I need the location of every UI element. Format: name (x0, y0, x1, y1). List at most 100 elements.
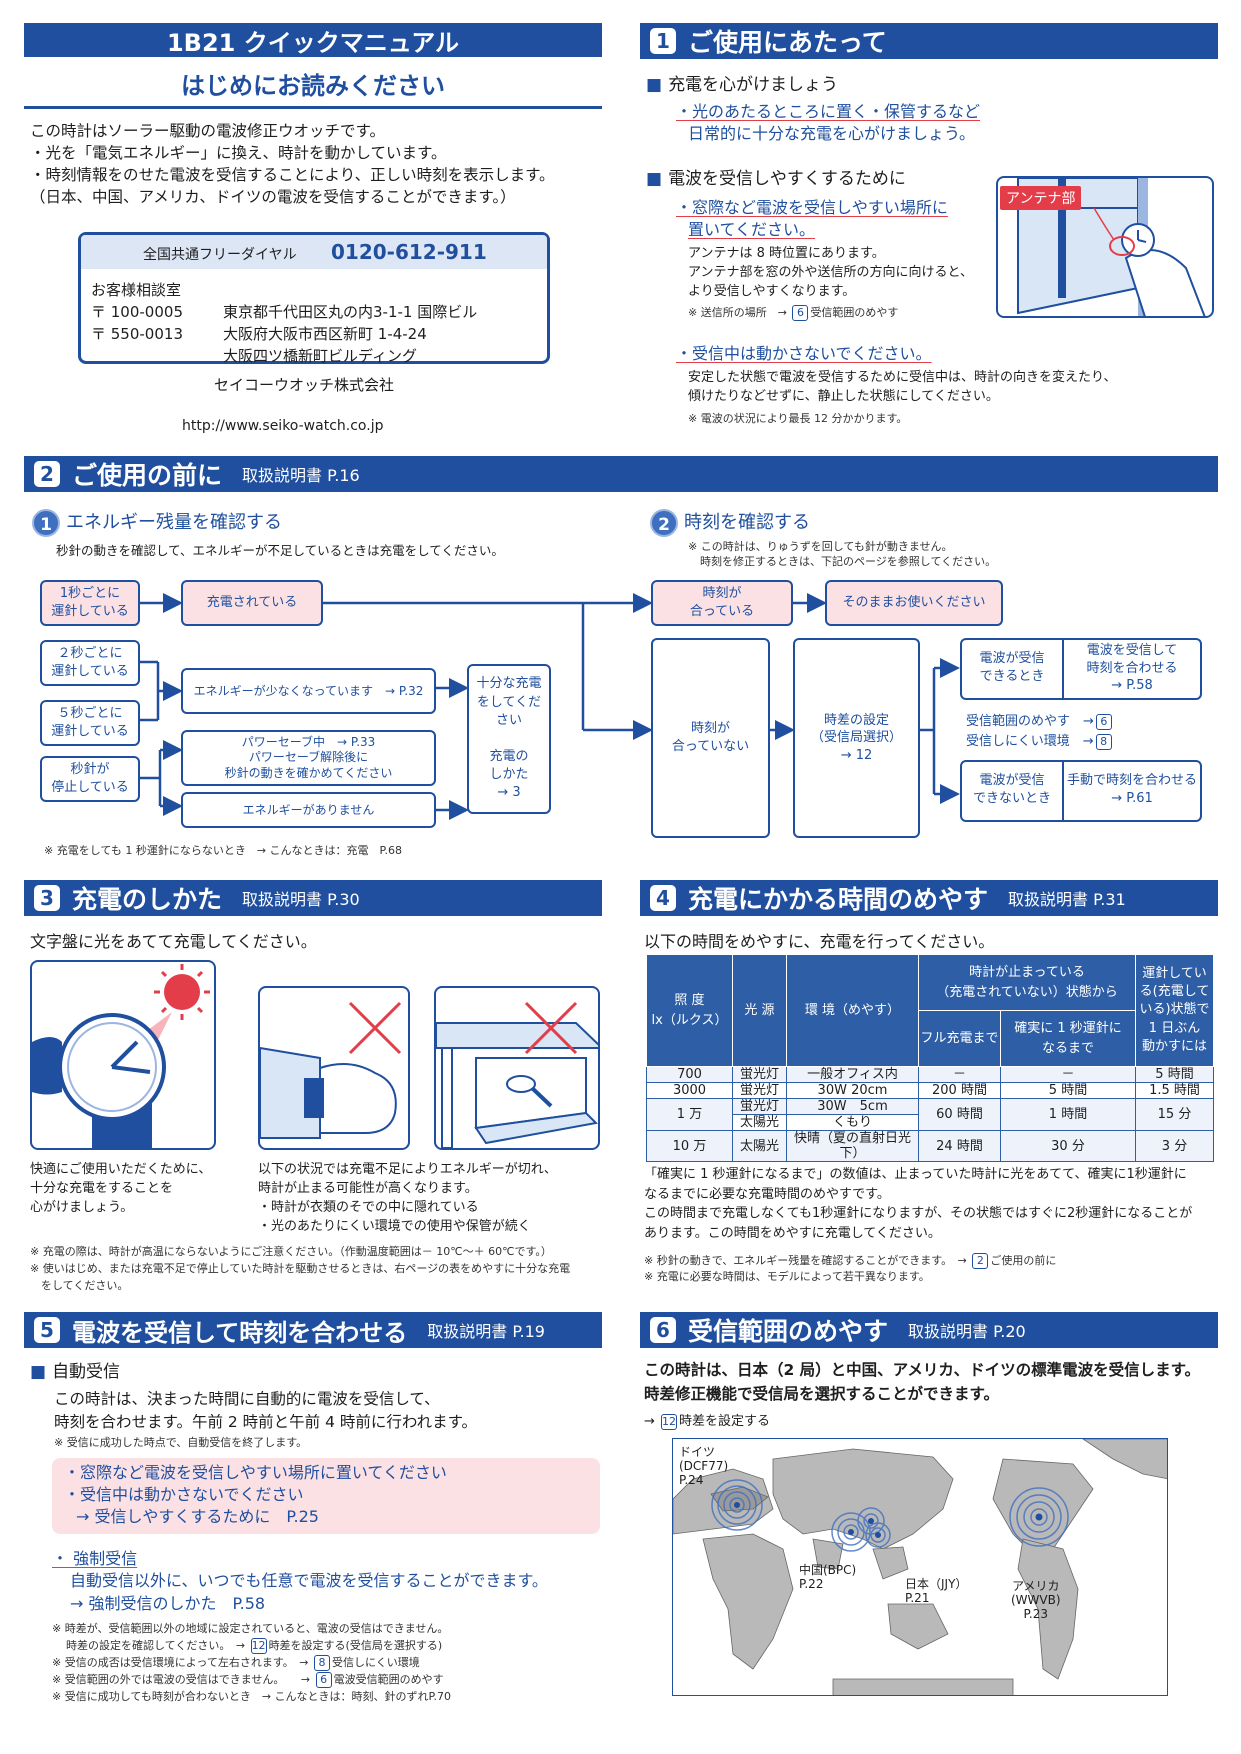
charge-sun-illustration (30, 960, 216, 1150)
s5-notes: ※ 時差が、受信範囲以外の地域に設定されていると、電波の受信はできません。 時差… (52, 1620, 451, 1705)
zip-osaka: 〒 550-0013 (91, 325, 183, 343)
table-cell: 30 分 (1000, 1130, 1136, 1162)
flow-range-ref: 受信範囲のめやす →6 (966, 710, 1114, 730)
s3-caption-left: 快適にご使用いただくために、 十分な充電をすることを 心がけましょう。 (30, 1160, 211, 1217)
section4-bar: 4 充電にかかる時間のめやす取扱説明書 P.31 (640, 880, 1218, 916)
table-cell: 1 万 (646, 1098, 733, 1131)
s1-nomove-line1: ・受信中は動かさないでください。 (676, 340, 932, 364)
tip-line: → 受信しやすくするために P.25 (76, 1507, 319, 1526)
s4-lead: 以下の時間をめやすに、充電を行ってください。 (644, 932, 995, 951)
s2-footnote: ※ 充電をしても 1 秒運針にならないとき → こんなときは：充電 P.68 (44, 844, 402, 857)
s5-auto-note: ※ 受信に成功した時点で、自動受信を終了します。 (54, 1436, 308, 1449)
freedial-number[interactable]: 0120-612-911 (331, 240, 487, 264)
flow-can-receive-label: 電波が受信 できるとき (979, 651, 1045, 684)
map-label-usa: アメリカ (WWVB) P.23 (1011, 1579, 1061, 1621)
s2-step2-note1: ※ この時計は、りゅうずを回しても針が動きません。 (688, 540, 953, 553)
note-line: ※ 時差が、受信範囲以外の地域に設定されていると、電波の受信はできません。 (52, 1622, 449, 1635)
s6-link-text: 時差を設定する (679, 1414, 771, 1429)
note-ref: 電波受信範囲のめやす (333, 1673, 444, 1686)
s5-forced-line1: 自動受信以外に、いつでも任意で電波を受信することができます。 (70, 1571, 548, 1590)
flow-difficult-ref-num: 8 (1095, 734, 1112, 750)
section1-title: ご使用にあたって (688, 28, 887, 57)
table-cell: 蛍光灯 (732, 1098, 787, 1115)
flow-use-as-is: そのままお使いください (825, 580, 1003, 626)
tip-line: ・受信中は動かさないでください (64, 1485, 304, 1504)
section3-number: 3 (34, 885, 60, 911)
table-cell: 30W 5cm (786, 1098, 919, 1115)
s1-radio-line2-text: 置いてください。 (688, 220, 816, 239)
th-illuminance: 照 度 lx（ルクス） (646, 954, 733, 1067)
s1-antenna-dir1: アンテナ部を窓の外や送信所の方向に向けると、 (688, 265, 973, 280)
intro-line: ・光を「電気エネルギー」に換え、時計を動かしています。 (30, 144, 447, 162)
caption-line: 心がけましょう。 (30, 1200, 134, 1215)
s2-step1-desc: 秒針の動きを確認して、エネルギーが不足しているときは充電をしてください。 (56, 543, 504, 558)
address-osaka-building: 大阪四ツ橋新町ビルディング (223, 347, 417, 365)
flow-2sec: ２秒ごとに 運針している (40, 640, 140, 686)
table-cell: 5 時間 (1135, 1066, 1214, 1083)
zip-tokyo: 〒 100-0005 (91, 303, 183, 321)
section5-title: 電波を受信して時刻を合わせる (72, 1318, 408, 1347)
section5-ref: 取扱説明書 P.19 (427, 1322, 545, 1341)
flow-difficult-ref: 受信しにくい環境 →8 (966, 730, 1114, 750)
map-label-japan: 日本（JJY） P.21 (905, 1577, 968, 1605)
s1-radio-line1-text: ・窓際など電波を受信しやすい場所に (676, 198, 948, 217)
freedial-label: 全国共通フリーダイヤル (143, 247, 297, 263)
flow-can-receive-divider (1062, 640, 1064, 698)
section2-title: ご使用の前に (72, 461, 223, 490)
note-line: をしてください。 (30, 1279, 129, 1292)
table-cell: 200 時間 (918, 1082, 1001, 1099)
section4-ref: 取扱説明書 P.31 (1008, 890, 1126, 909)
map-label-germany: ドイツ (DCF77) P.24 (679, 1445, 729, 1487)
manual-title-bar: 1B21 クイックマニュアル (24, 23, 602, 57)
sleeve-illustration (258, 986, 410, 1150)
s1-station-note-text: ※ 送信所の場所 (688, 306, 767, 319)
s5-auto-heading: ■自動受信 (30, 1357, 120, 1382)
section4-number: 4 (650, 885, 676, 911)
flow-timezone: 時差の設定 （受信局選択） → 12 (793, 638, 920, 838)
flow-powersave: パワーセーブ中 → P.33 パワーセーブ解除後に 秒針の動きを確かめてください (181, 730, 436, 786)
square-bullet-icon: ■ (646, 75, 663, 95)
s1-nomove-note: ※ 電波の状況により最長 12 分かかります。 (688, 412, 908, 425)
note-line: ※ 充電の際は、時計が高温にならないようにご注意ください。（作動温度範囲は－ 1… (30, 1245, 552, 1258)
caption-line: 以下の状況では充電不足によりエネルギーが切れ、 (258, 1162, 557, 1177)
flow-can-receive: 電波が受信 できるとき 電波を受信して 時刻を合わせる → P.58 (960, 638, 1202, 700)
s1-charge-line1-text: ・光のあたるところに置く・保管するなど (676, 102, 981, 121)
flow-no-energy: エネルギーがありません (181, 792, 436, 828)
section3-ref: 取扱説明書 P.30 (242, 890, 360, 909)
note-line: ※ 受信に成功しても時刻が合わないとき → こんなときは：時刻、針のずれP.70 (52, 1690, 451, 1703)
section2-number: 2 (34, 461, 60, 487)
center-name: お客様相談室 (91, 281, 182, 299)
table-cell: 一般オフィス内 (786, 1066, 919, 1083)
world-map-icon (673, 1439, 1167, 1695)
flow-range-ref-text: 受信範囲のめやす → (966, 714, 1094, 729)
table-cell: 蛍光灯 (732, 1066, 787, 1083)
website-url[interactable]: http://www.seiko-watch.co.jp (182, 418, 384, 434)
note-line: ※ 使いはじめ、または充電不足で停止していた時計を駆動させるときは、右ページの表… (30, 1262, 571, 1275)
s1-nomove-line2: 安定した状態で電波を受信するために受信中は、時計の向きを変えたり、 (688, 370, 1117, 385)
title-rule (24, 106, 602, 109)
th-full-charge: フル充電まで (918, 1010, 1001, 1067)
after-line: あります。この時間をめやすに充電してください。 (644, 1225, 941, 1241)
s5-auto-line1: この時計は、決まった時間に自動的に電波を受信して、 (54, 1390, 440, 1408)
section4-title: 充電にかかる時間のめやす (688, 885, 989, 914)
th-environment: 環 境（めやす） (786, 954, 919, 1067)
flow-low-energy: エネルギーが少なくなっています → P.32 (181, 668, 436, 714)
s1-antenna-pos: アンテナは 8 時位置にあります。 (688, 246, 885, 261)
th-from-stopped: 時計が止まっている （充電されていない）状態から (918, 954, 1136, 1011)
s6-lead1: この時計は、日本（2 局）と中国、アメリカ、ドイツの標準電波を受信します。 (644, 1361, 1201, 1379)
square-bullet-icon: ■ (646, 169, 663, 189)
drawer-illustration (434, 986, 600, 1150)
sun-watch-icon (32, 964, 210, 1148)
flow-5sec: ５秒ごとに 運針している (40, 700, 140, 746)
s5-forced-line2: → 強制受信のしかた P.58 (70, 1594, 266, 1613)
note-ref: 時差を設定する(受信局を選択する) (268, 1639, 443, 1652)
